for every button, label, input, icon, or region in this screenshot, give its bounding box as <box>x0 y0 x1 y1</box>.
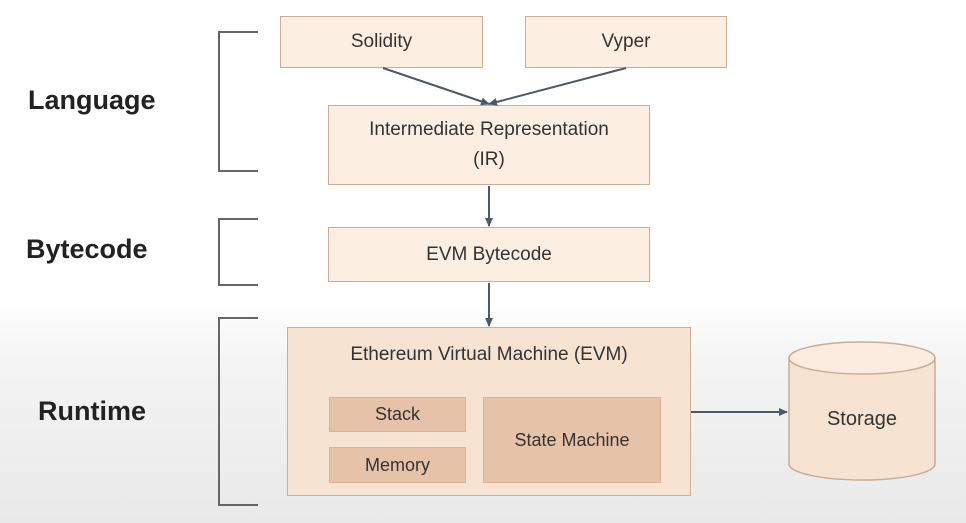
state-machine-box: State Machine <box>483 397 661 483</box>
runtime-bracket <box>218 317 258 506</box>
solidity-label: Solidity <box>350 31 413 52</box>
vyper-box: Vyper <box>525 16 727 68</box>
vyper-label: Vyper <box>601 31 651 52</box>
memory-label: Memory <box>364 454 430 475</box>
arrow-vyper-to-ir <box>488 67 627 106</box>
section-label-language: Language <box>28 85 156 115</box>
memory-box: Memory <box>329 447 466 483</box>
section-label-runtime: Runtime <box>38 396 146 426</box>
storage-cylinder <box>788 341 936 481</box>
stack-label: Stack <box>374 404 421 424</box>
stack-box: Stack <box>329 397 466 432</box>
arrow-solidity-to-ir <box>382 67 490 106</box>
solidity-box: Solidity <box>280 16 483 68</box>
evm-title: Ethereum Virtual Machine (EVM) <box>350 344 628 365</box>
evm-bytecode-label: EVM Bytecode <box>426 243 552 265</box>
storage-label: Storage <box>826 408 898 430</box>
language-bracket <box>218 31 258 172</box>
section-label-bytecode: Bytecode <box>26 234 148 264</box>
ir-box: Intermediate Representation (IR) <box>328 105 650 185</box>
state-machine-label: State Machine <box>514 429 630 450</box>
ir-label-line1: Intermediate Representation <box>369 119 609 140</box>
bytecode-bracket <box>218 218 258 286</box>
ir-label-line2: (IR) <box>473 149 505 170</box>
evm-bytecode-box: EVM Bytecode <box>328 227 650 282</box>
